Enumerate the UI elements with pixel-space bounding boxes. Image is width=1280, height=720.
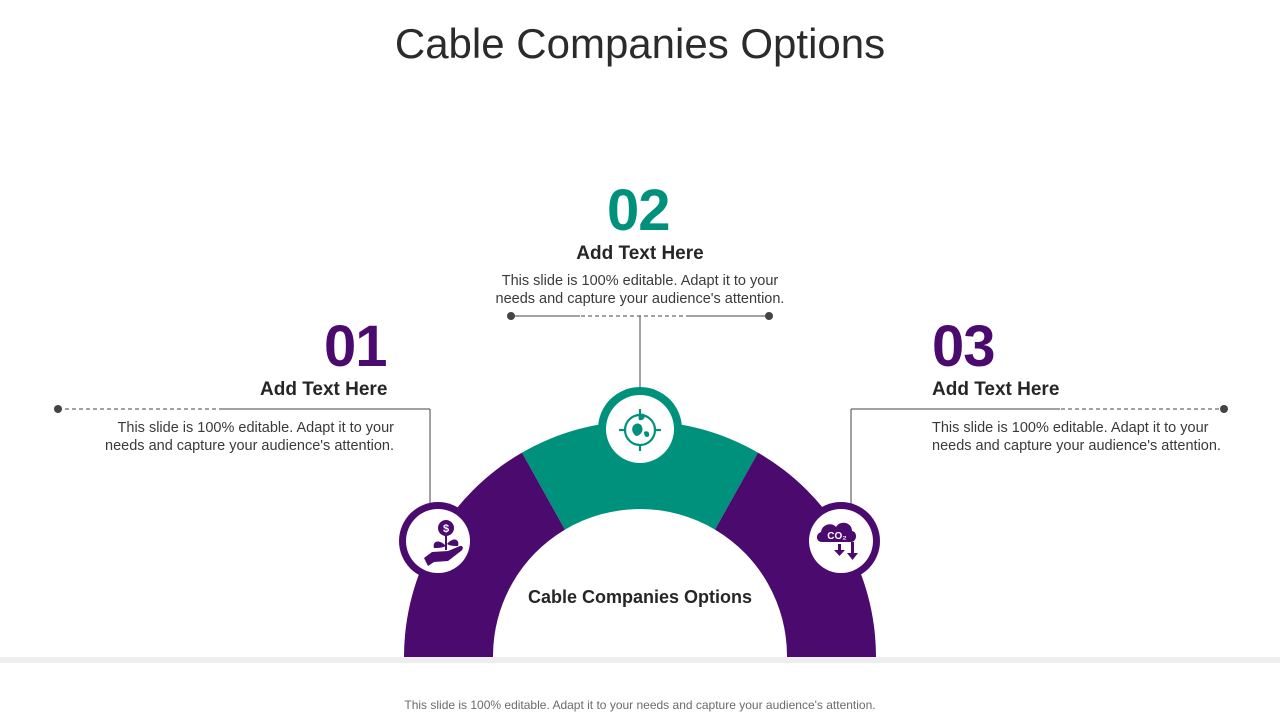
item-03-connector (850, 408, 1224, 504)
money-plant-hand-icon: $ (424, 520, 463, 566)
item-02-connector-dot-left (507, 312, 515, 320)
item-02-description: This slide is 100% editable. Adapt it to… (495, 273, 785, 307)
base-band (0, 657, 1280, 663)
item-01-heading: Add Text Here (260, 379, 388, 400)
item-01-connector (58, 408, 431, 504)
svg-text:$: $ (443, 523, 449, 535)
page-title: Cable Companies Options (394, 20, 886, 67)
svg-text:CO₂: CO₂ (827, 531, 846, 542)
item-03-heading: Add Text Here (932, 379, 1060, 400)
item-01-connector-dot (54, 405, 62, 413)
item-02-connector (511, 315, 769, 390)
item-01-icon-badge: $ (399, 502, 477, 580)
item-03-number: 03 (932, 314, 996, 379)
item-01-description: This slide is 100% editable. Adapt it to… (105, 420, 394, 454)
item-01-number: 01 (324, 314, 388, 379)
item-02-heading: Add Text Here (576, 243, 704, 264)
arc-segment-right (715, 452, 876, 657)
item-02-icon-badge (598, 387, 682, 471)
item-02-connector-dot-right (765, 312, 773, 320)
item-03-description: This slide is 100% editable. Adapt it to… (932, 420, 1221, 454)
arc-segment-middle (522, 420, 758, 530)
arc-segment-left (403, 452, 565, 657)
co2-reduction-icon: CO₂ (816, 522, 858, 560)
item-03-connector-dot (1220, 405, 1228, 413)
item-02-number: 02 (607, 178, 671, 243)
footer-note: This slide is 100% editable. Adapt it to… (404, 698, 876, 712)
center-label: Cable Companies Options (527, 587, 753, 607)
item-03-icon-badge: CO₂ (802, 502, 880, 580)
